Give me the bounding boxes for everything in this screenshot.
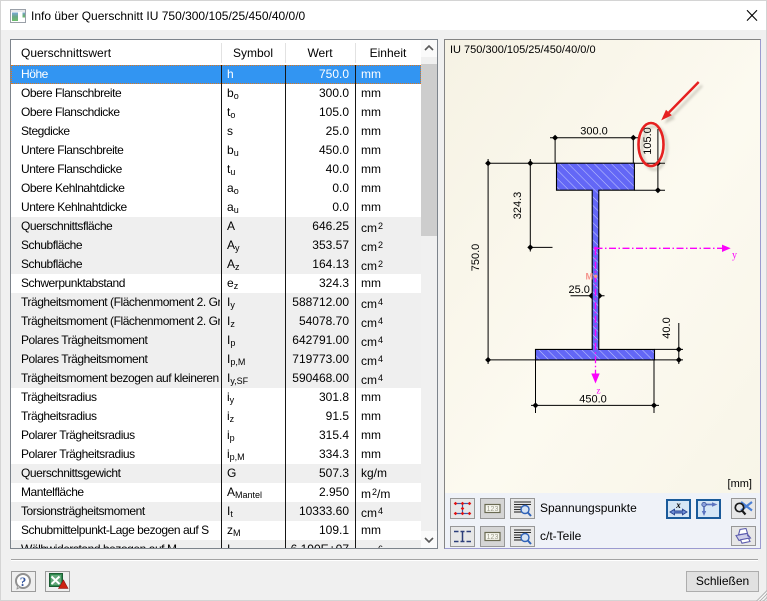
svg-text:750.0: 750.0 [470, 244, 482, 272]
svg-text:123: 123 [487, 534, 499, 541]
svg-text:300.0: 300.0 [580, 126, 608, 138]
svg-text:450.0: 450.0 [579, 394, 607, 406]
svg-text:123: 123 [487, 506, 499, 513]
svg-text:[mm]: [mm] [728, 478, 752, 490]
svg-text:IU 750/300/105/25/450/40/0/0: IU 750/300/105/25/450/40/0/0 [450, 44, 596, 56]
svg-text:y: y [732, 250, 737, 261]
svg-text:x: x [675, 501, 681, 510]
svg-text:25.0: 25.0 [568, 284, 589, 296]
svg-text:40.0: 40.0 [661, 317, 673, 338]
svg-text:?: ? [20, 574, 27, 589]
svg-text:z: z [597, 386, 601, 396]
svg-text:M: M [586, 272, 594, 282]
svg-text:324.3: 324.3 [512, 192, 524, 220]
